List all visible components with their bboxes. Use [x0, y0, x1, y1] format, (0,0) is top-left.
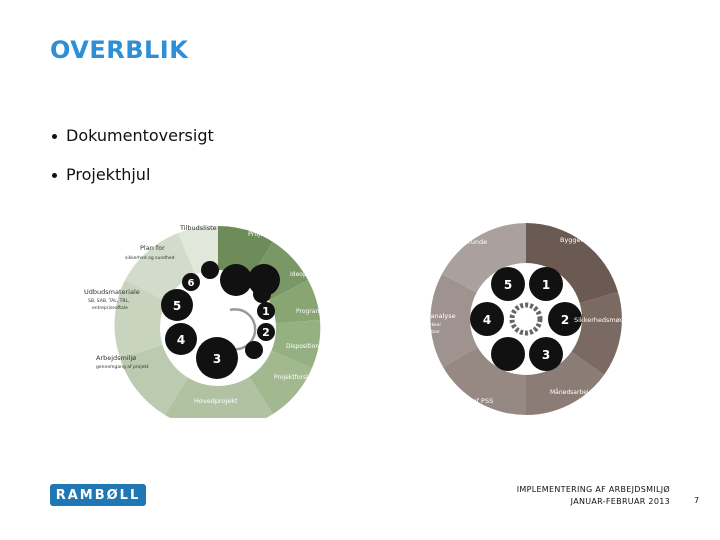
label-projektforslag: Projektforslag: [274, 374, 315, 381]
wheel-node-1-label: 1: [262, 305, 270, 318]
label-dispositionsforslag: Dispositionsforslag: [286, 343, 343, 350]
footer-line-2: JANUAR-FEBRUAR 2013: [570, 497, 670, 506]
label-ideoplaeg: Ideoplæg: [290, 271, 318, 278]
label-projektbestilling: Projektbestilling: [248, 230, 300, 238]
wheel2-label-registrering-sub2: og arbejdsulykker: [400, 329, 440, 335]
label-plan-for: Plan for: [140, 244, 165, 252]
wheel2-node-4: [470, 302, 504, 336]
bullet-dot-icon: [52, 172, 57, 178]
wheel2-node-1-label: 1: [542, 278, 550, 292]
wheel-node-2: [257, 323, 275, 341]
wheel2-label-tilsynsrunde: Tilsynsrunde: [445, 238, 487, 246]
wheel-node-4: [165, 323, 197, 355]
wheel-node-3-label: 3: [213, 352, 221, 366]
wheel2-node-blank: [491, 337, 525, 371]
wheel2-node-5: [491, 267, 525, 301]
ramboll-logo: RAMBØLL: [50, 484, 146, 506]
wheel-node-small-a: [201, 261, 219, 279]
label-arbejdsmiljo: Arbejdsmiljø: [96, 354, 136, 362]
wheel-node-large-top: [220, 264, 252, 296]
wheel2-node-1: [529, 267, 563, 301]
site-wheel-diagram: 5 1 2 3 4 Tilsynsrunde Byggemøde Sikkerh…: [378, 222, 678, 422]
wheel-node-4-label: 4: [177, 333, 185, 347]
wheel2-node-3: [529, 337, 563, 371]
slide-title: OVERBLIK: [50, 36, 189, 64]
wheel-node-small-b: [253, 285, 271, 303]
wheel2-label-registrering-sub1: af nærved-ulykker: [400, 322, 441, 328]
wheel-node-2-label: 2: [262, 326, 270, 339]
wheel-node-3: [196, 337, 238, 379]
wheel2-label-sikkerhedsmoede: Sikkerhedsmøde: [574, 316, 628, 324]
label-udbud-sub2: entrepriseaftale: [92, 305, 128, 311]
wheel-node-6-label: 6: [188, 278, 195, 289]
bullet-list: Dokumentoversigt Projekthjul: [52, 126, 214, 204]
wheel2-node-3-label: 3: [542, 348, 550, 362]
wheel2-label-byggemoede: Byggemøde: [560, 236, 599, 244]
bullet-item: Dokumentoversigt: [52, 126, 214, 146]
footer-line-1: IMPLEMENTERING AF ARBEJDSMILJØ: [516, 485, 670, 494]
wheel2-node-5-label: 5: [504, 278, 512, 292]
wheel-node-5-label: 5: [173, 299, 181, 313]
cycle-arrow-icon: [227, 308, 257, 351]
wheel2-label-maaned: Månedsarbejdspladsundersøgelse: [550, 389, 652, 396]
wheel2-label-registrering: Registrering & analyse: [382, 312, 456, 320]
wheel2-node-4-label: 4: [483, 313, 491, 327]
bullet-text-2: Projekthjul: [66, 165, 151, 184]
label-tilbudsliste: Tilbudsliste: [179, 224, 217, 232]
project-wheel-svg: 1 2 3 4 5 6 Tilbudsliste Projektbestilli…: [84, 224, 343, 430]
label-udbud-sub1: SB, SAB, TAL, TBL,: [88, 298, 129, 304]
project-wheel-diagram: 1 2 3 4 5 6 Tilbudsliste Projektbestilli…: [70, 208, 370, 430]
label-plan-for-sub: sikkerhed og sundhed: [125, 255, 175, 261]
label-program: Program: [296, 308, 321, 315]
site-wheel-svg: 5 1 2 3 4 Tilsynsrunde Byggemøde Sikkerh…: [382, 223, 652, 415]
label-udbudsmateriale: Udbudsmateriale: [84, 288, 140, 296]
wheel2-node-2: [548, 302, 582, 336]
page-number: 7: [694, 496, 700, 505]
wheel2-cycle-arrow-icon: [509, 302, 543, 336]
wheel2-label-opdatering: Opdatering af PSS: [434, 397, 493, 405]
bullet-dot-icon: [52, 133, 57, 139]
wheel-node-1: [257, 302, 275, 320]
bullet-item: Projekthjul: [52, 165, 214, 185]
wheel-node-small-c: [245, 341, 263, 359]
label-hovedprojekt: Hovedprojekt: [194, 397, 238, 405]
label-arbejdsmiljo-sub: gennemgang af projekt: [96, 364, 149, 370]
wheel-node-5: [161, 289, 193, 321]
bullet-text-1: Dokumentoversigt: [66, 126, 214, 145]
wheel2-node-2-label: 2: [561, 313, 569, 327]
footer: IMPLEMENTERING AF ARBEJDSMILJØ JANUAR-FE…: [517, 484, 670, 508]
wheel-node-6: [182, 273, 200, 291]
